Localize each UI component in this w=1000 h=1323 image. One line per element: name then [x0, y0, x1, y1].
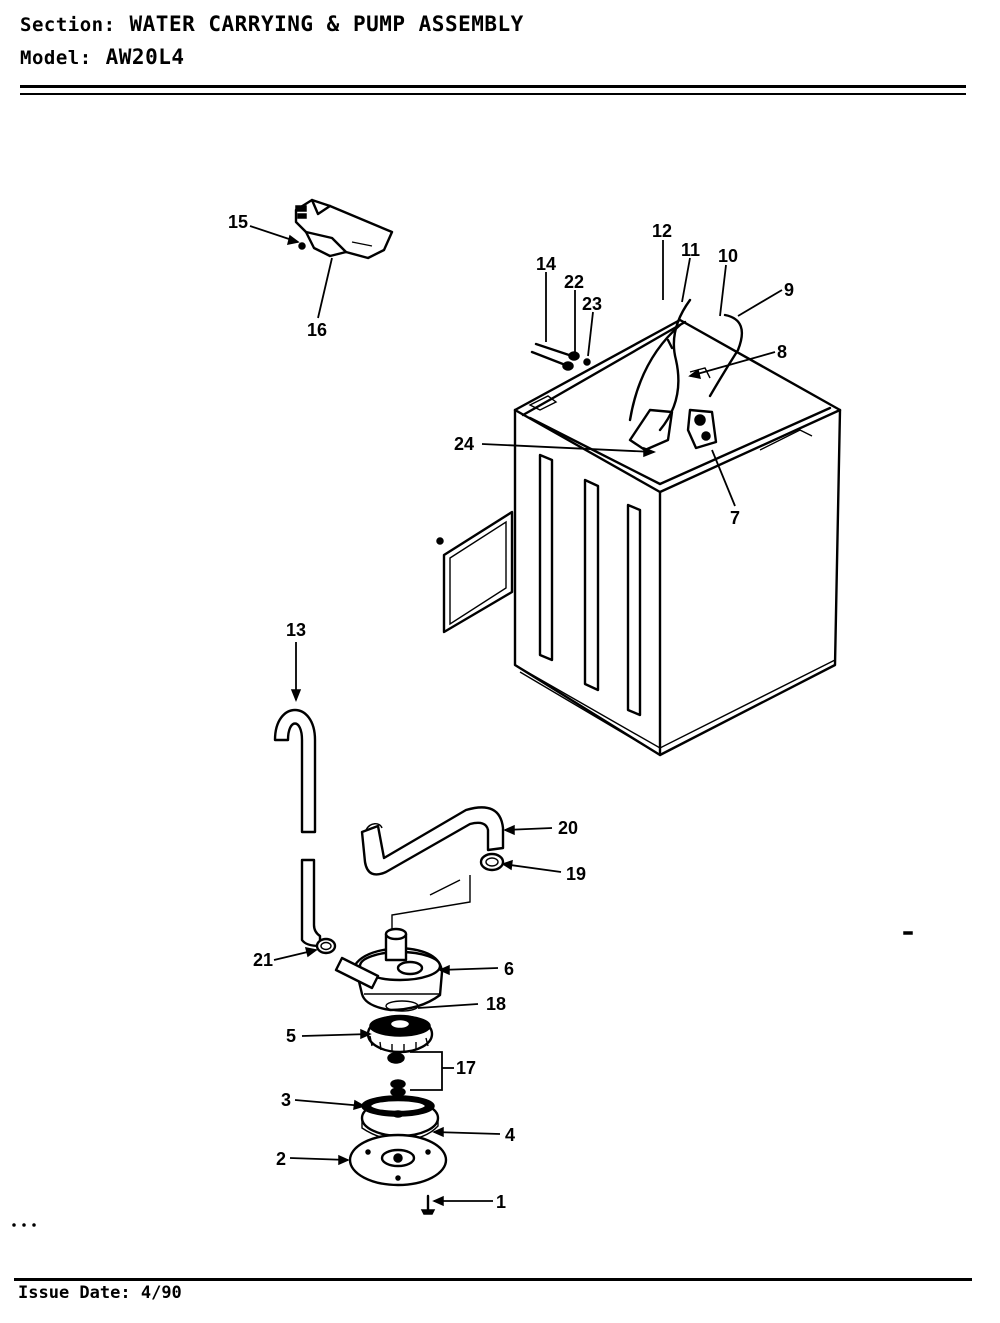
callout-20: 20 [558, 818, 578, 838]
callout-1: 1 [496, 1192, 506, 1212]
header-rule-thin [20, 93, 966, 95]
assembly-guide-lines [391, 875, 471, 936]
section-label: Section: [20, 14, 116, 36]
part-screw-1 [420, 1194, 436, 1215]
callout-12: 12 [652, 221, 672, 241]
callout-3: 3 [281, 1090, 291, 1110]
part-screws-14-22-23 [530, 342, 591, 371]
section-title: WATER CARRYING & PUMP ASSEMBLY [129, 12, 524, 36]
callout-24: 24 [454, 434, 474, 454]
part-pump-housing-6 [334, 927, 444, 1012]
callout-16: 16 [307, 320, 327, 340]
leader-arrowheads [286, 234, 702, 1207]
model-label: Model: [20, 47, 92, 69]
callout-14: 14 [536, 254, 556, 274]
part-clamp-21 [315, 937, 337, 955]
callout-21: 21 [253, 950, 273, 970]
callout-10: 10 [718, 246, 738, 266]
callout-22: 22 [564, 272, 584, 292]
issue-date-value: 4/90 [140, 1283, 182, 1303]
callout-11: 11 [681, 240, 700, 260]
callout-2: 2 [276, 1149, 286, 1169]
part-hose-13 [273, 709, 322, 948]
part-lower-housing-3-4 [360, 1095, 440, 1141]
callout-4: 4 [505, 1125, 515, 1145]
part-impeller-5 [366, 1014, 434, 1054]
part-access-panel [436, 510, 514, 634]
scan-specks [12, 931, 913, 1227]
callout-23: 23 [582, 294, 602, 314]
model-heading: Model: AW20L4 [20, 45, 185, 69]
model-number: AW20L4 [105, 45, 185, 69]
callout-18: 18 [486, 994, 506, 1014]
part-hose-20 [360, 806, 505, 876]
callout-7: 7 [730, 508, 740, 528]
footer-rule [14, 1278, 972, 1281]
callout-13: 13 [286, 620, 306, 640]
part-cabinet [513, 298, 842, 757]
callout-numbers: 15 16 14 22 23 12 11 10 9 8 24 7 13 20 1… [228, 212, 794, 1212]
callout-19: 19 [566, 864, 586, 884]
section-heading: Section: WATER CARRYING & PUMP ASSEMBLY [20, 12, 524, 36]
callout-6: 6 [504, 959, 514, 979]
part-clamp-19 [479, 852, 505, 872]
part-cover-plate-2 [348, 1133, 448, 1187]
issue-date: Issue Date: 4/90 [18, 1283, 182, 1303]
callout-17: 17 [456, 1058, 476, 1078]
callout-8: 8 [777, 342, 787, 362]
issue-date-label: Issue Date: [18, 1283, 131, 1303]
header-rule-thick [20, 85, 966, 88]
callout-15: 15 [228, 212, 248, 232]
part-seal-18 [385, 1000, 419, 1012]
callout-5: 5 [286, 1026, 296, 1046]
part-washers-17 [387, 1052, 406, 1097]
callout-9: 9 [784, 280, 794, 300]
part-bracket-15-16 [294, 198, 394, 260]
